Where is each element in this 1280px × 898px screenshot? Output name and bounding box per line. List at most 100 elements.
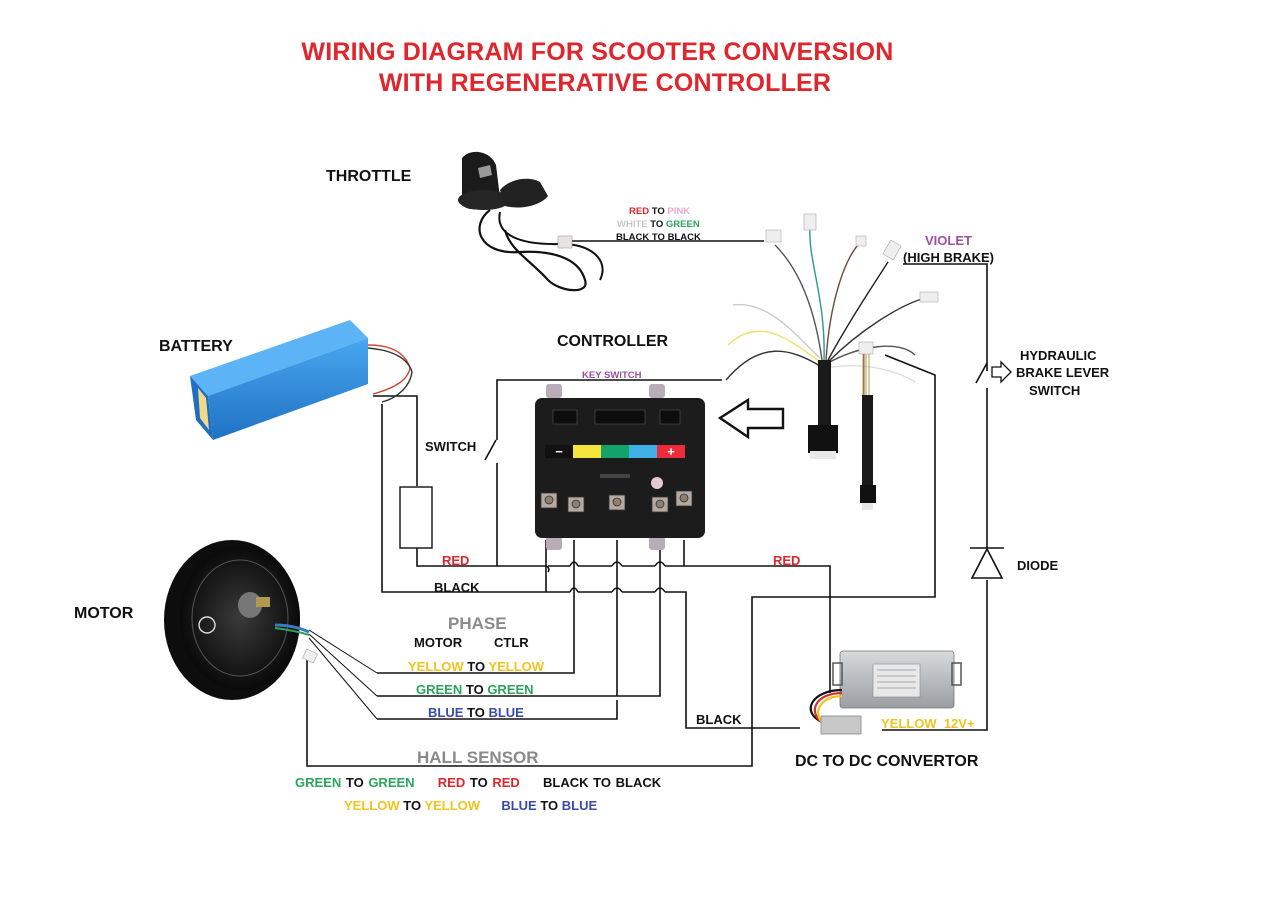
ctlr-term-yellow <box>377 540 575 674</box>
controller-plus-sign: + <box>667 444 675 459</box>
red-bus <box>544 565 831 693</box>
hall-from: GREEN <box>295 775 342 790</box>
hall-to: GREEN <box>368 775 415 790</box>
mcb-to-red <box>416 548 545 567</box>
diagram-title-line2: WITH REGENERATIVE CONTROLLER <box>378 69 832 97</box>
phase-to-word: TO <box>465 682 484 697</box>
brake-switch-line3: SWITCH <box>1029 383 1081 398</box>
phase-to-word: TO <box>467 705 485 720</box>
harness-connector <box>808 425 838 453</box>
wires <box>306 240 988 767</box>
black-bus <box>548 591 800 729</box>
wire-to: TO <box>651 232 665 243</box>
controller-strip-segment <box>629 445 657 458</box>
controller-minus-sign: − <box>555 444 563 459</box>
hall-sensor-wire <box>306 354 936 767</box>
hall-pair: BLACK TO BLACK <box>543 775 661 790</box>
harness-sleeve <box>818 360 831 425</box>
controller-strip-segment <box>545 445 573 458</box>
wire-color-to: PINK <box>667 206 691 217</box>
phase-to: GREEN <box>487 682 534 697</box>
controller-color-strip: −+ <box>545 444 685 459</box>
hall-sleeve <box>862 395 873 485</box>
phase-pair: BLUE TO BLUE <box>428 706 524 719</box>
wire-color-from: RED <box>629 206 650 217</box>
hall-to-word: TO <box>469 775 488 790</box>
motor-label: MOTOR <box>74 605 134 622</box>
key-switch-lever <box>484 439 497 461</box>
controller-strip-segment <box>657 445 685 458</box>
hall-from: BLUE <box>501 798 537 813</box>
hall-to: YELLOW <box>424 798 481 813</box>
diode-label: DIODE <box>1017 558 1059 573</box>
controller-image: −+ <box>535 384 705 550</box>
hall-from: BLACK <box>543 775 589 790</box>
hall-to-word: TO <box>540 798 559 813</box>
wire-harness-image <box>725 213 939 383</box>
phase-to-word: TO <box>467 659 486 674</box>
high-brake-wire <box>903 263 988 371</box>
hall-to: RED <box>492 775 520 790</box>
diagram-title-line1: WIRING DIAGRAM FOR SCOOTER CONVERSION <box>301 38 894 66</box>
high-brake-label: (HIGH BRAKE) <box>903 250 994 265</box>
hall-to: BLUE <box>561 798 598 813</box>
battery-label: BATTERY <box>159 338 233 355</box>
red-bus-jumps <box>569 561 666 567</box>
black-wire-right-label: BLACK <box>696 712 742 727</box>
black-wire-label: BLACK <box>434 580 480 595</box>
diode-wire <box>882 580 988 731</box>
brake-switch-line1: HYDRAULIC <box>1020 348 1097 363</box>
throttle-wire-row: RED TO PINK <box>629 207 690 217</box>
phase-from: GREEN <box>416 682 463 697</box>
hall-row-2: YELLOW TO YELLOW BLUE TO BLUE <box>344 799 597 812</box>
throttle-wire-row: BLACK TO BLACK <box>616 233 701 243</box>
hall-from: YELLOW <box>344 798 400 813</box>
wire-to: TO <box>651 206 665 217</box>
key-switch-wire <box>496 379 722 440</box>
key-switch-label: KEY SWITCH <box>582 370 642 381</box>
throttle-wire-row: WHITE TO GREEN <box>617 220 700 230</box>
phase-from: YELLOW <box>408 659 464 674</box>
phase-fan-blue <box>308 637 378 720</box>
phase-col-motor: MOTOR <box>414 635 463 650</box>
red-wire-label: RED <box>442 553 470 568</box>
phase-fan-green <box>308 633 378 697</box>
hall-to: BLACK <box>615 775 662 790</box>
wire-color-from: WHITE <box>617 219 648 230</box>
motor-image <box>164 540 318 700</box>
dcdc-label: DC TO DC CONVERTOR <box>795 753 979 770</box>
red-wire-right-label: RED <box>773 553 801 568</box>
phase-pair: GREEN TO GREEN <box>416 683 534 696</box>
brake-switch-lever <box>975 362 988 384</box>
diode-symbol <box>970 547 1004 579</box>
wire-to: TO <box>650 219 664 230</box>
hall-pair: BLUE TO BLUE <box>501 798 597 813</box>
hall-pair: RED TO RED <box>438 775 525 790</box>
wire-color-to: GREEN <box>665 219 700 230</box>
controller-label: CONTROLLER <box>557 333 669 350</box>
hall-from: RED <box>437 775 466 790</box>
wire-color-from: BLACK <box>616 232 650 243</box>
hall-row-1: GREEN TO GREEN RED TO RED BLACK TO BLACK <box>295 776 661 789</box>
brake-switch-line2: BRAKE LEVER <box>1016 365 1110 380</box>
phase-pair: YELLOW TO YELLOW <box>408 660 544 673</box>
phase-fan-yellow <box>308 629 378 674</box>
black-bus-jumps <box>569 587 666 593</box>
controller-strip-segment <box>573 445 601 458</box>
hall-to-word: TO <box>593 775 611 790</box>
wire-color-to: BLACK <box>667 232 701 243</box>
yellow-12v-label: YELLOW 12V+ <box>881 716 975 731</box>
switch-label: SWITCH <box>425 439 477 454</box>
hall-sensor-heading: HALL SENSOR <box>417 748 539 767</box>
hall-to-word: TO <box>345 775 364 790</box>
harness-arrow-icon <box>717 397 785 440</box>
phase-to: BLUE <box>488 705 524 720</box>
hall-connector <box>858 341 874 355</box>
phase-from: BLUE <box>428 705 464 720</box>
throttle-image <box>458 151 604 292</box>
violet-label: VIOLET <box>925 233 972 248</box>
phase-col-ctlr: CTLR <box>494 635 529 650</box>
battery-red-wire <box>373 395 418 486</box>
hall-pair: GREEN TO GREEN <box>295 775 419 790</box>
